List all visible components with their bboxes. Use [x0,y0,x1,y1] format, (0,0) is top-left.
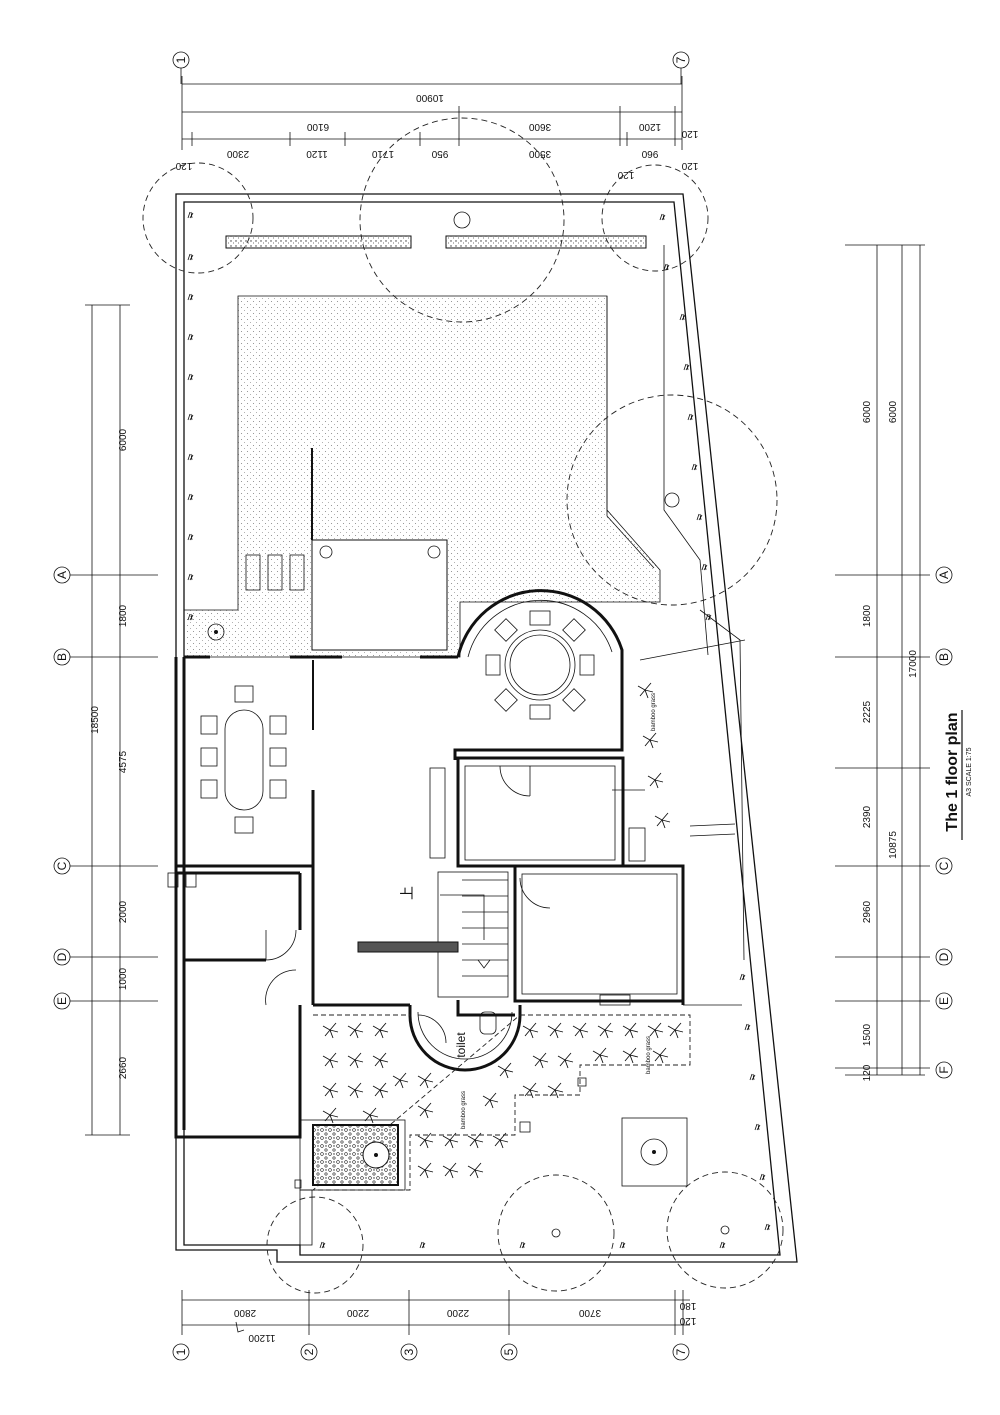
dim-right-b-4: 1500 [862,1023,873,1046]
grid-bubble-bottom-3: 3 [400,1343,418,1361]
svg-text:B: B [55,653,69,661]
garden-sculpture-pad [621,1117,688,1187]
stair-up-label: 上 [399,886,415,900]
svg-text:A: A [937,571,951,579]
grid-bubble-left-B: B [53,648,71,666]
svg-text:E: E [937,997,951,1005]
dim-right-b-1: 2225 [862,700,873,723]
dim-top-mid-2: 1200 [638,121,661,132]
grid-bubble-bottom-2: 2 [300,1343,318,1361]
dim-top-mid-1: 3600 [528,121,551,132]
svg-text:5: 5 [502,1348,516,1355]
dining-table-oval [200,685,315,834]
dim-right-a-1: 6000 [888,400,899,423]
dim-top-low-8: 120 [681,160,698,171]
top-dimension-lines [181,76,683,150]
dim-top-low-5: 3500 [528,148,551,159]
dim-top-low-2: 1120 [306,148,328,159]
grid-bubble-bottom-7: 7 [672,1343,690,1361]
dim-top-low-4: 950 [431,148,448,159]
water-feature [299,1119,406,1191]
dim-bottom-5: 120 [679,1315,696,1326]
plan-title: The 1 floor plan A3 SCALE 1:75 [944,710,973,840]
svg-text:1: 1 [174,56,188,63]
grid-bubble-right-C: C [935,857,953,875]
dim-right-b-3: 2960 [862,900,873,923]
plan-title-text: The 1 floor plan [944,712,961,831]
grid-bubble-right-D: D [935,948,953,966]
svg-text:D: D [937,952,951,961]
grid-bubble-right-B: B [935,648,953,666]
dim-left-3: 2000 [118,900,129,923]
grid-bubble-bottom-1: 1 [172,1343,190,1361]
dim-right-b-0: 1800 [862,604,873,627]
grid-bubble-left-E: E [53,992,71,1010]
grid-bubble-left-C: C [53,857,71,875]
dim-top-low-6: 960 [641,148,658,159]
dim-bottom-4: 180 [679,1300,696,1311]
right-dimension-lines [835,244,930,1076]
bamboo-label: bamboo grass [461,1091,467,1129]
pergola [207,448,448,651]
svg-text:B: B [937,653,951,661]
dim-left-0: 6000 [118,428,129,451]
dim-right-a-0: 6000 [862,400,873,423]
dim-top-low-3: 1710 [371,148,394,159]
dim-bottom-2: 2200 [446,1307,469,1318]
dim-top-total: 10900 [416,92,444,103]
svg-text:E: E [55,997,69,1005]
north-arrow-icon [235,1321,245,1333]
site-boundary [175,193,798,1263]
dim-top-mid-0: 6100 [306,121,329,132]
grid-bubble-left-A: A [53,566,71,584]
building-walls: 上 toilet [167,589,746,1139]
svg-text:C: C [55,861,69,870]
svg-text:2: 2 [302,1348,316,1355]
svg-text:C: C [937,861,951,870]
dim-left-5: 2660 [118,1056,129,1079]
svg-text:F: F [937,1066,951,1073]
bamboo-label: bamboo grass [651,693,657,731]
dim-right-total: 17000 [908,650,919,678]
round-dining-table [485,610,595,720]
dim-top-low-0: 120 [175,160,192,171]
svg-text:7: 7 [674,1348,688,1355]
svg-text:A: A [55,571,69,579]
grid-bubble-top-7: 7 [672,51,690,69]
dim-top-mid-3: 120 [681,128,698,139]
dim-right-mid: 10875 [888,831,899,859]
dim-left-1: 1800 [118,604,129,627]
dim-left-2: 4575 [118,750,129,773]
bottom-dimension-lines [181,1290,690,1335]
dim-bottom-3: 3700 [578,1307,601,1318]
tree-canopies [142,117,784,1294]
dim-left-4: 1000 [118,967,129,990]
stepping-stones [519,1077,587,1133]
left-dimension-lines [70,304,158,1136]
grid-bubble-right-F: F [935,1061,953,1079]
dim-bottom-total: 11200 [248,1332,276,1343]
grid-bubble-bottom-5: 5 [500,1343,518,1361]
svg-text:1: 1 [174,1348,188,1355]
svg-text:7: 7 [674,56,688,63]
dim-bottom-0: 2800 [233,1307,256,1318]
planter-strip [225,235,412,249]
grid-bubble-right-A: A [935,566,953,584]
dim-top-low-7: 120 [617,169,634,180]
svg-text:D: D [55,952,69,961]
dim-bottom-1: 2200 [346,1307,369,1318]
grid-bubble-right-E: E [935,992,953,1010]
planter-strip [445,235,647,249]
bamboo-label: bamboo grass [646,1036,652,1074]
dim-left-total: 18500 [90,706,101,734]
dim-right-b-2: 2390 [862,805,873,828]
svg-text:3: 3 [402,1348,416,1355]
plan-scale-text: A3 SCALE 1:75 [966,747,973,796]
dim-top-low-1: 2300 [226,148,249,159]
grid-bubble-left-D: D [53,948,71,966]
toilet-label: toilet [454,1032,468,1058]
grid-bubble-top-1: 1 [172,51,190,69]
dim-right-b-5: 120 [862,1064,873,1081]
